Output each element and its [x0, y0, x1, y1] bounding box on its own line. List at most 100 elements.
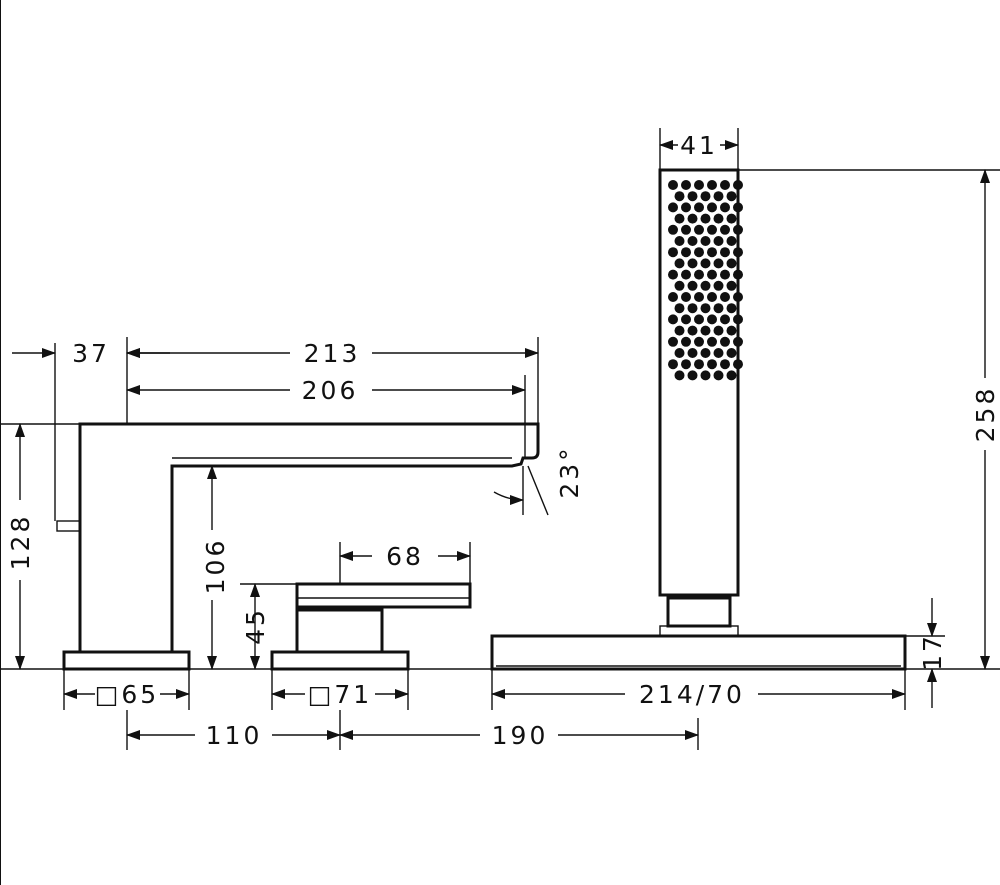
spray-hole [668, 359, 678, 370]
spray-hole [694, 202, 704, 213]
spray-hole [687, 348, 698, 358]
spray-hole [674, 325, 685, 336]
spray-hole [733, 336, 743, 347]
spray-hole [681, 224, 691, 235]
spray-hole [687, 191, 698, 202]
label-190: 190 [492, 721, 549, 750]
spray-hole [668, 202, 678, 213]
spray-hole [694, 359, 704, 370]
spray-hole [681, 247, 691, 258]
label-213: 213 [304, 339, 361, 368]
spray-hole [707, 336, 717, 347]
spray-hole [687, 280, 698, 291]
label-65: □65 [95, 680, 159, 709]
spray-hole [674, 258, 685, 269]
spray-hole [687, 213, 698, 224]
spray-hole [681, 314, 691, 325]
spray-hole [707, 269, 717, 280]
label-128: 128 [6, 514, 35, 571]
spray-hole [713, 258, 724, 269]
label-23-degrees: 23° [555, 445, 584, 498]
spray-hole [733, 247, 743, 258]
label-41: 41 [680, 131, 718, 160]
label-110: 110 [206, 721, 263, 750]
spray-hole [713, 325, 724, 336]
spray-hole [707, 292, 717, 302]
spray-hole [707, 314, 717, 325]
spray-hole [694, 180, 704, 190]
dim-23-arc [493, 491, 524, 505]
spray-hole [687, 370, 698, 381]
spray-hole [674, 348, 685, 358]
spray-hole [726, 370, 737, 381]
spray-hole [726, 280, 737, 291]
label-71: □71 [308, 680, 372, 709]
spray-hole [668, 314, 678, 325]
spray-hole [726, 191, 737, 202]
mixer-handle [270, 582, 472, 671]
spray-hole [694, 224, 704, 235]
spray-hole [700, 325, 711, 336]
spray-hole [668, 247, 678, 258]
spray-hole [707, 202, 717, 213]
spray-hole [687, 303, 698, 314]
spray-hole [713, 213, 724, 224]
spray-hole [681, 292, 691, 302]
label-106: 106 [201, 538, 230, 595]
spray-hole [720, 359, 730, 370]
spray-hole [674, 280, 685, 291]
spray-hole [681, 202, 691, 213]
spray-hole [733, 292, 743, 302]
spray-hole [694, 336, 704, 347]
spray-hole [713, 280, 724, 291]
spray-hole [733, 180, 743, 190]
spray-hole [668, 336, 678, 347]
spray-hole [694, 269, 704, 280]
spray-hole [726, 258, 737, 269]
spray-holes [668, 180, 743, 381]
spray-hole [674, 303, 685, 314]
spray-hole [707, 359, 717, 370]
spray-hole [681, 269, 691, 280]
spray-hole [700, 258, 711, 269]
spray-hole [707, 247, 717, 258]
spray-hole [733, 359, 743, 370]
spray-hole [674, 191, 685, 202]
spray-hole [707, 224, 717, 235]
spray-hole [700, 191, 711, 202]
dimension-labels: 37 213 206 128 106 45 23° 68 □65 □71 110… [6, 131, 1000, 750]
spray-hole [733, 314, 743, 325]
spray-hole [694, 247, 704, 258]
label-258: 258 [971, 386, 1000, 443]
spray-hole [700, 213, 711, 224]
spray-hole [713, 370, 724, 381]
label-17: 17 [918, 633, 947, 671]
spray-hole [681, 359, 691, 370]
spray-hole [720, 336, 730, 347]
spray-hole [700, 303, 711, 314]
spray-hole [668, 180, 678, 190]
spray-hole [713, 236, 724, 246]
spray-hole [687, 325, 698, 336]
spray-hole [713, 348, 724, 358]
dimension-lines [12, 140, 990, 740]
spray-hole [726, 348, 737, 358]
spray-hole [726, 236, 737, 246]
spray-hole [700, 370, 711, 381]
spray-hole [713, 191, 724, 202]
spray-hole [687, 236, 698, 246]
spray-hole [713, 303, 724, 314]
label-45: 45 [241, 607, 270, 645]
spray-hole [681, 336, 691, 347]
spray-hole [694, 292, 704, 302]
spray-hole [720, 202, 730, 213]
spray-hole [687, 258, 698, 269]
label-68: 68 [386, 542, 424, 571]
spray-hole [720, 224, 730, 235]
spray-hole [720, 180, 730, 190]
spray-hole [668, 224, 678, 235]
spray-hole [707, 180, 717, 190]
spray-hole [674, 370, 685, 381]
spray-hole [726, 325, 737, 336]
